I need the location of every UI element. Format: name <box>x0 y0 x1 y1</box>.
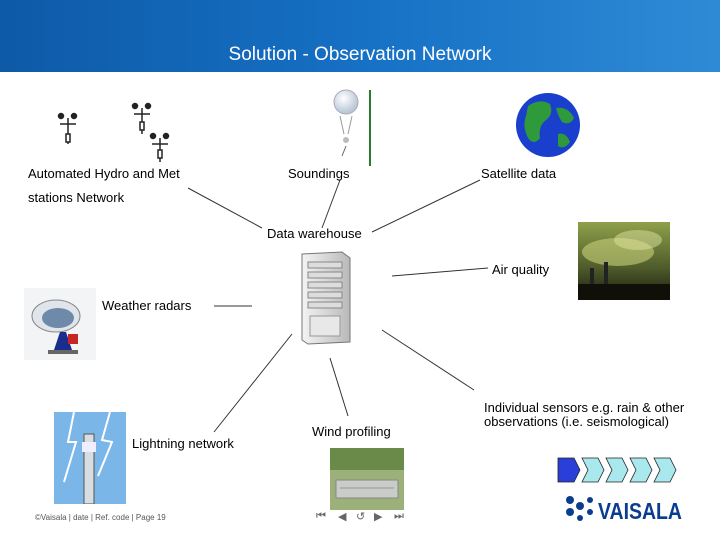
line-soundings <box>321 179 341 229</box>
first-slide-icon[interactable]: ⏮ <box>316 510 326 522</box>
weather-station-icon <box>57 102 170 162</box>
server-icon <box>301 251 351 345</box>
air-quality-photo <box>578 222 670 300</box>
slide-title: Solution - Observation Network <box>228 44 492 65</box>
line-stations <box>187 187 263 229</box>
satellite-label: Satellite data <box>481 166 557 181</box>
weather-radar-icon <box>24 288 96 360</box>
refresh-icon[interactable]: ↺ <box>356 511 366 523</box>
next-slide-icon[interactable]: ▶ <box>374 511 383 523</box>
prev-slide-icon[interactable]: ◀ <box>338 511 347 523</box>
footer-text: ©Vaisala | date | Ref. code | Page 19 <box>35 513 166 522</box>
radiosonde-balloon-icon <box>333 89 371 166</box>
warehouse-label: Data warehouse <box>267 226 362 241</box>
line-wind <box>329 357 349 417</box>
soundings-label: Soundings <box>288 166 350 181</box>
lightning-photo <box>54 412 126 504</box>
header-bar: Solution - Observation Network <box>0 0 720 72</box>
globe-icon <box>516 93 580 157</box>
individual-sensors-line2: observations (i.e. seismological) <box>484 414 669 429</box>
line-individual <box>381 329 475 391</box>
chevron-progress-bar <box>557 457 677 483</box>
vaisala-logo: VAISALA <box>566 496 682 524</box>
stations-label-line1: Automated Hydro and Met <box>28 166 180 181</box>
line-lightning <box>213 333 293 433</box>
last-slide-icon[interactable]: ⏭ <box>394 510 404 522</box>
line-satellite <box>371 179 481 233</box>
lightning-label: Lightning network <box>132 436 234 451</box>
weather-radars-label: Weather radars <box>102 298 192 313</box>
vaisala-logo-text: VAISALA <box>598 498 682 524</box>
line-air-quality <box>391 267 489 277</box>
wind-profiling-label: Wind profiling <box>312 424 391 439</box>
stations-label-line2: stations Network <box>28 190 125 205</box>
wind-profiler-photo <box>330 448 404 510</box>
air-quality-label: Air quality <box>492 262 550 277</box>
individual-sensors-line1: Individual sensors e.g. rain & other <box>484 400 685 415</box>
